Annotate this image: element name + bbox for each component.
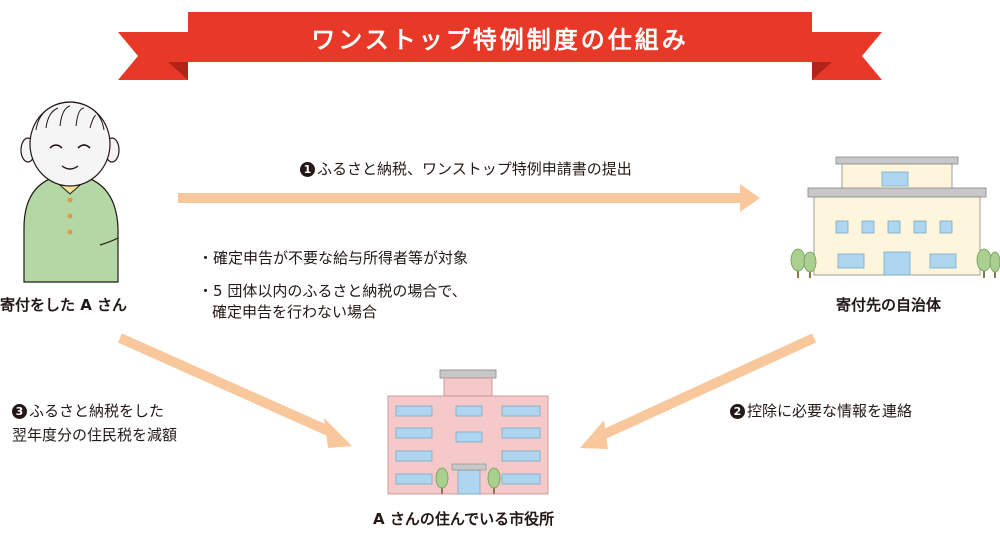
arrow-step1 — [178, 184, 760, 212]
city-hall-label: A さんの住んでいる市役所 — [373, 510, 555, 528]
condition-2-text: 5 団体以内のふるさと納税の場合で、 — [213, 282, 467, 300]
arrow-step3 — [117, 333, 352, 448]
bullet: ・ — [198, 249, 214, 267]
tree-icon — [435, 467, 501, 494]
person-mouth — [61, 165, 79, 170]
condition-1: ・確定申告が不要な給与所得者等が対象 — [198, 247, 468, 269]
person-button — [67, 213, 73, 219]
person-eye-left — [49, 144, 63, 149]
person-arm — [99, 237, 119, 246]
banner-right-tail — [812, 32, 882, 80]
city-hall-building-icon — [387, 369, 549, 495]
step2-text: 控除に必要な情報を連絡 — [747, 402, 913, 420]
step1-badge: 1 — [300, 162, 315, 177]
banner-left-tail — [118, 32, 188, 80]
page-title: ワンストップ特例制度の仕組み — [311, 25, 689, 54]
person-icon — [20, 101, 120, 283]
step3-line2: 翌年度分の住民税を減額 — [12, 426, 178, 444]
title-banner — [118, 12, 882, 80]
municipality-building-icon — [790, 156, 1000, 278]
banner-right-fold — [812, 62, 832, 80]
tree-icon — [790, 248, 1000, 278]
banner-left-fold — [168, 62, 188, 80]
person-button — [67, 229, 73, 235]
condition-1-text: 確定申告が不要な給与所得者等が対象 — [213, 249, 469, 267]
arrow-step2 — [580, 333, 817, 449]
person-eye-right — [77, 144, 91, 149]
donor-label: 寄付をした A さん — [0, 296, 128, 314]
condition-2: ・5 団体以内のふるさと納税の場合で、 — [198, 280, 467, 302]
step3-line1: ふるさと納税をした — [29, 402, 165, 420]
condition-2-cont: 確定申告を行わない場合 — [212, 303, 378, 321]
person-button — [67, 197, 73, 203]
bullet: ・ — [198, 282, 214, 300]
step3-badge: 3 — [12, 404, 27, 419]
banner-main — [188, 12, 812, 62]
step2-badge: 2 — [730, 404, 745, 419]
person-hair — [35, 101, 105, 131]
step1-text: ふるさと納税、ワンストップ特例申請書の提出 — [317, 160, 632, 178]
destination-label: 寄付先の自治体 — [836, 296, 942, 314]
